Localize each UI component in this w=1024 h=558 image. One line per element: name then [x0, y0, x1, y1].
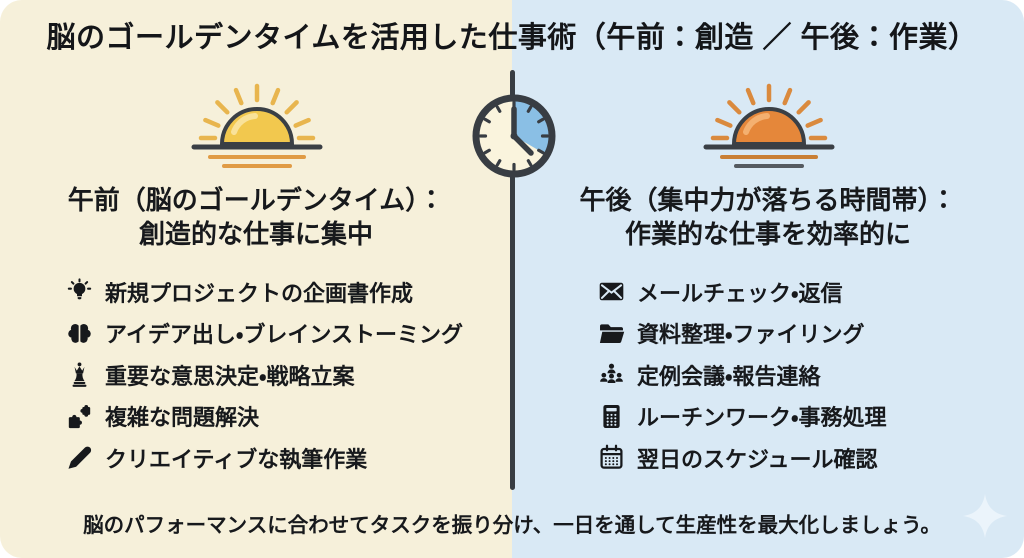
list-item: メールチェック・返信: [598, 271, 886, 313]
task-label: ルーチンワーク・事務処理: [637, 405, 887, 431]
calendar-icon: [598, 444, 625, 471]
afternoon-task-list: メールチェック・返信 資料整理・ファイリング: [598, 271, 886, 479]
task-label: 定例会議・報告連絡: [637, 363, 821, 389]
morning-heading-line1: 午前（脳のゴールデンタイム）：: [67, 185, 445, 215]
pen-icon: [66, 444, 93, 471]
afternoon-heading: 午後（集中力が落ちる時間帯）： 作業的な仕事を効率的に: [512, 183, 1024, 251]
lightbulb-icon: [66, 278, 93, 305]
morning-heading-line2: 創造的な仕事に集中: [138, 219, 373, 249]
task-label: 新規プロジェクトの企画書作成: [105, 280, 414, 306]
list-item: 複雑な問題解決: [66, 396, 463, 438]
task-label: 複雑な問題解決: [105, 405, 260, 431]
footer-note: 脳のパフォーマンスに合わせてタスクを振り分け、一日を通して生産性を最大化しましょ…: [83, 514, 941, 537]
list-item: 翌日のスケジュール確認: [598, 437, 886, 479]
mail-icon: [598, 278, 625, 305]
list-item: ルーチンワーク・事務処理: [598, 396, 886, 438]
puzzle-icon: [66, 403, 93, 430]
afternoon-heading-line2: 作業的な仕事を効率的に: [624, 219, 911, 249]
list-item: クリエイティブな執筆作業: [66, 437, 463, 479]
task-label: 翌日のスケジュール確認: [637, 446, 878, 472]
divider-line: [510, 70, 515, 490]
folder-icon: [598, 320, 625, 347]
sparkle-icon: [962, 493, 1008, 544]
list-item: 重要な意思決定・戦略立案: [66, 354, 463, 396]
sunset-icon: [684, 78, 854, 178]
brain-icon: [66, 320, 93, 347]
morning-heading: 午前（脳のゴールデンタイム）： 創造的な仕事に集中: [0, 183, 512, 251]
task-label: アイデア出し・ブレインストーミング: [105, 322, 463, 348]
page-title: 脳のゴールデンタイムを活用した仕事術（午前：創造 ／ 午後：作業）: [46, 22, 978, 54]
clock-icon: [466, 88, 562, 189]
list-item: 定例会議・報告連絡: [598, 354, 886, 396]
morning-task-list: 新規プロジェクトの企画書作成 アイデア出し・ブレインストーミング: [66, 271, 463, 479]
sunrise-icon: [172, 78, 342, 178]
people-icon: [598, 361, 625, 388]
list-item: 資料整理・ファイリング: [598, 313, 886, 355]
afternoon-heading-line1: 午後（集中力が落ちる時間帯）：: [579, 185, 957, 215]
task-label: 重要な意思決定・戦略立案: [105, 363, 355, 389]
calculator-icon: [598, 403, 625, 430]
chess-piece-icon: [66, 361, 93, 388]
list-item: アイデア出し・ブレインストーミング: [66, 313, 463, 355]
task-label: 資料整理・ファイリング: [637, 322, 865, 348]
list-item: 新規プロジェクトの企画書作成: [66, 271, 463, 313]
task-label: クリエイティブな執筆作業: [105, 446, 368, 472]
task-label: メールチェック・返信: [637, 280, 843, 306]
